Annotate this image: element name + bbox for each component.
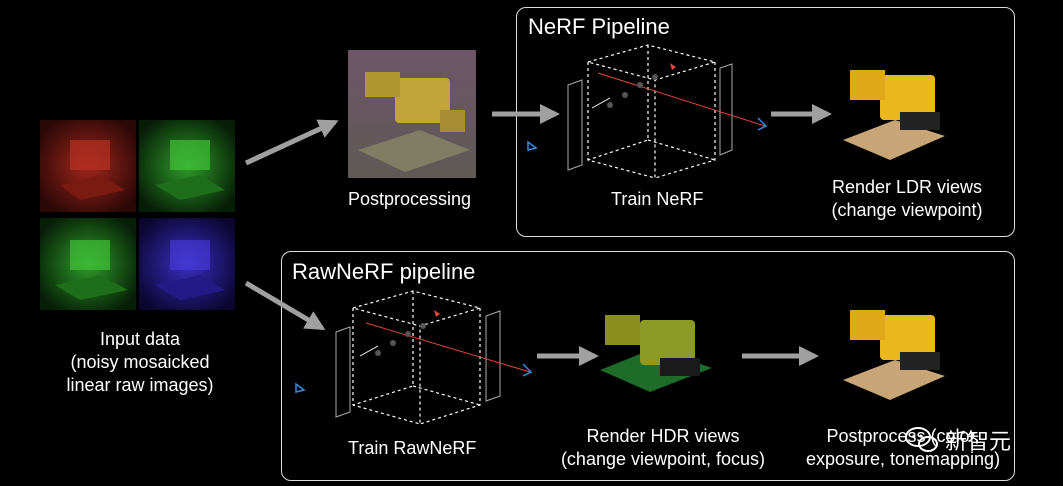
render-hdr-line-2: (change viewpoint, focus) xyxy=(560,449,766,469)
nerf-pipeline-box xyxy=(516,7,1015,237)
render-hdr-line-1: Render HDR views xyxy=(586,426,740,446)
render-hdr-label: Render HDR views (change viewpoint, focu… xyxy=(548,425,778,471)
postprocessing-label: Postprocessing xyxy=(348,189,472,209)
nerf-training-cube xyxy=(585,44,718,179)
rawnerf-post-label: Postprocess (color, exposure, tonemappin… xyxy=(798,425,1008,471)
input-line-3: linear raw images) xyxy=(66,375,214,395)
input-data-label: Input data (noisy mosaicked linear raw i… xyxy=(55,328,225,397)
render-ldr-label: Render LDR views (change viewpoint) xyxy=(812,176,1002,222)
nerf-ray xyxy=(527,63,768,151)
arrow-input-to-postprocessing xyxy=(244,119,339,166)
rawnerf-post-line-2: exposure, tonemapping) xyxy=(805,449,1001,469)
ldr-render-image xyxy=(843,70,945,160)
hdr-render-image xyxy=(600,315,712,392)
rawnerf-training-cube xyxy=(350,290,483,425)
flow-arrows xyxy=(244,104,832,366)
wechat-icon xyxy=(905,427,938,452)
input-line-1: Input data xyxy=(99,329,181,349)
postprocessed-image xyxy=(348,50,476,178)
input-line-2: (noisy mosaicked xyxy=(70,352,210,372)
render-ldr-line-2: (change viewpoint) xyxy=(831,200,983,220)
watermark: 新智元 xyxy=(905,424,1011,456)
nerf-pipeline-title: NeRF Pipeline xyxy=(528,14,670,39)
rawnerf-post-image xyxy=(843,310,945,400)
train-nerf-label: Train NeRF xyxy=(611,189,704,209)
rawnerf-post-line-1: Postprocess (color, xyxy=(826,426,980,446)
rawnerf-ray xyxy=(295,310,533,393)
nerf-image-planes xyxy=(567,63,733,171)
render-ldr-line-1: Render LDR views xyxy=(831,177,983,197)
watermark-text: 新智元 xyxy=(945,429,1012,454)
rawnerf-pipeline-title: RawNeRF pipeline xyxy=(292,259,476,284)
rawnerf-image-planes xyxy=(335,310,501,418)
input-raw-images xyxy=(40,120,235,310)
train-rawnerf-label: Train RawNeRF xyxy=(348,438,477,458)
rawnerf-pipeline-box xyxy=(281,251,1015,481)
arrow-input-to-rawnerf xyxy=(244,280,326,331)
